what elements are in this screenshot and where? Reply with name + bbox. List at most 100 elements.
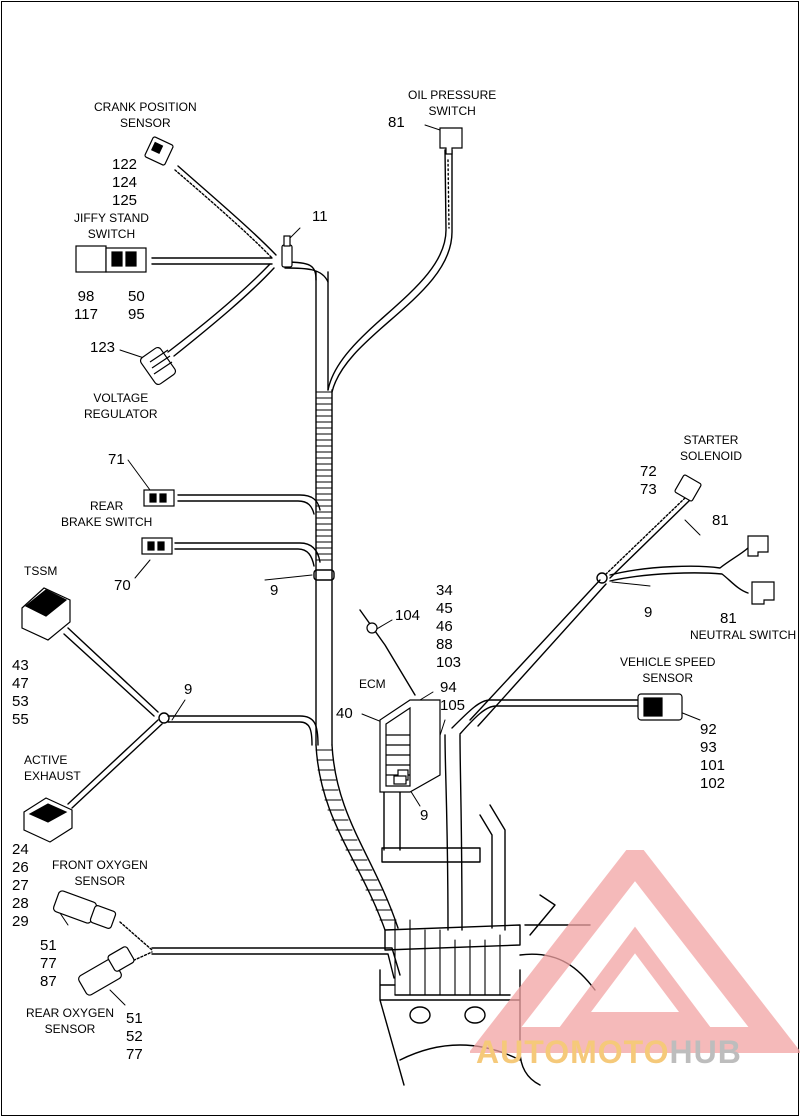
starter-solenoid-refs: 72 73	[640, 463, 657, 499]
clip-9-ecm	[393, 775, 407, 785]
ref-number: 29	[12, 913, 29, 930]
ref-number: 92	[700, 721, 717, 738]
ref-number: 28	[12, 895, 29, 912]
ref-number: 94	[440, 679, 457, 696]
starter-81-ref: 81	[712, 512, 729, 529]
ref-number: 87	[40, 973, 57, 990]
ref-number: 93	[700, 739, 717, 756]
neutral-switch-ref: 81	[720, 610, 737, 627]
ref-number: 52	[126, 1028, 143, 1045]
rear-oxygen-sensor-label: REAR OXYGEN SENSOR	[26, 1006, 115, 1036]
vehicle-speed-sensor-label: VEHICLE SPEED SENSOR	[620, 655, 716, 685]
ecm-right-harness	[451, 699, 641, 735]
ref-number: 73	[640, 481, 657, 498]
ecm-conduit	[444, 734, 463, 931]
ref-number: 125	[112, 192, 138, 209]
ref-number: 55	[12, 711, 29, 728]
ecm-ref-left: 40	[336, 705, 353, 722]
front-oxygen-wire	[119, 921, 153, 951]
clip-9-right	[596, 572, 608, 584]
ref-number: 88	[436, 636, 453, 653]
neutral-switch-label: NEUTRAL SWITCH	[690, 628, 797, 642]
front-oxygen-sensor-refs: 51 77 87	[40, 937, 57, 991]
jiffy-stand-wire	[151, 257, 273, 265]
crank-position-sensor-refs: 122 124 125	[112, 156, 137, 210]
rear-brake-switch-label: REAR BRAKE SWITCH	[61, 499, 153, 529]
oil-pressure-switch-icon	[439, 127, 463, 155]
clip-9-right-ref: 9	[644, 604, 653, 621]
clip-9-left-mid-ref: 9	[184, 681, 193, 698]
vehicle-speed-sensor-refs: 92 93 101 102	[700, 721, 725, 793]
rear-brake-wire	[177, 494, 321, 515]
ref-number: 102	[700, 775, 726, 792]
ref-number: 77	[126, 1046, 143, 1063]
ref-number: 122	[112, 156, 138, 173]
ref-number: 24	[12, 841, 29, 858]
ref-number: 26	[12, 859, 29, 876]
ref-number: 43	[12, 657, 29, 674]
lower-conduit	[315, 744, 399, 931]
neutral-switch-icon	[751, 581, 775, 605]
connector-70-ref: 70	[114, 577, 131, 594]
oil-pressure-wire-dots	[447, 159, 450, 229]
crank-sensor-wire	[174, 169, 273, 259]
starter-solenoid-label: STARTER SOLENOID	[680, 433, 743, 463]
clip-11-icon	[281, 235, 293, 268]
watermark-text: AUTOMOTOHUB	[476, 1034, 742, 1071]
lower-conduit-ribs	[315, 749, 397, 921]
active-exhaust-wire	[67, 719, 163, 809]
jiffy-stand-switch-refs-left: 98 117	[74, 288, 98, 324]
starter-81-wire	[609, 547, 749, 594]
tssm-refs: 43 47 53 55	[12, 657, 29, 729]
ref-number: 77	[40, 955, 57, 972]
voltage-regulator-icon	[139, 346, 177, 386]
vehicle-speed-sensor-icon	[637, 693, 683, 721]
ref-number: 27	[12, 877, 29, 894]
ref-number: 51	[40, 937, 57, 954]
connector-70-icon	[141, 537, 173, 555]
jiffy-stand-switch-label: JIFFY STAND SWITCH	[74, 211, 149, 241]
ref-number: 124	[112, 174, 138, 191]
tssm-icon	[21, 587, 71, 641]
oil-pressure-switch-label: OIL PRESSURE SWITCH	[408, 88, 497, 118]
active-exhaust-icon	[23, 797, 73, 843]
ecm-label: ECM	[359, 677, 386, 691]
front-oxygen-sensor-label: FRONT OXYGEN SENSOR	[52, 858, 148, 888]
ref-number: 46	[436, 618, 453, 635]
ground-104-wire	[359, 609, 416, 696]
ref-number: 95	[128, 306, 145, 323]
ref-number: 47	[12, 675, 29, 692]
ref-number: 98	[77, 288, 95, 305]
ref-number: 101	[700, 757, 726, 774]
ref-number: 117	[74, 306, 98, 323]
ground-104-icon	[366, 622, 378, 634]
watermark-word-automoto: AUTOMOTO	[476, 1034, 670, 1070]
starter-wire	[604, 497, 686, 576]
voltage-regulator-ref: 123	[90, 339, 116, 356]
oil-pressure-wire	[327, 149, 453, 393]
oxygen-harness	[151, 947, 401, 979]
ref-number: 51	[126, 1010, 143, 1027]
right-main-wire	[469, 579, 607, 727]
tssm-label: TSSM	[24, 564, 58, 578]
ground-104-ref: 104	[395, 607, 421, 624]
connector-70-wire	[174, 542, 321, 567]
rear-brake-switch-ref: 71	[108, 451, 125, 468]
ecm-refs-top: 34 45 46 88 103	[436, 582, 461, 672]
engine-frame	[379, 969, 541, 1086]
voltage-regulator-wire	[167, 263, 275, 357]
ref-number: 50	[128, 288, 145, 305]
rear-oxygen-sensor-refs: 51 52 77	[126, 1010, 143, 1064]
rear-oxygen-sensor-icon	[78, 946, 135, 996]
clip-9-upper	[313, 569, 335, 581]
leader-lines	[57, 124, 701, 1006]
ecm-icon	[379, 699, 441, 793]
front-oxygen-sensor-icon	[52, 890, 117, 929]
clip-9-upper-ref: 9	[270, 582, 279, 599]
ref-number: 103	[436, 654, 462, 671]
rear-brake-switch-icon	[143, 489, 175, 507]
ref-number: 72	[640, 463, 657, 480]
clip-11-ref: 11	[312, 208, 328, 225]
crank-position-sensor-label: CRANK POSITION SENSOR	[94, 100, 197, 130]
